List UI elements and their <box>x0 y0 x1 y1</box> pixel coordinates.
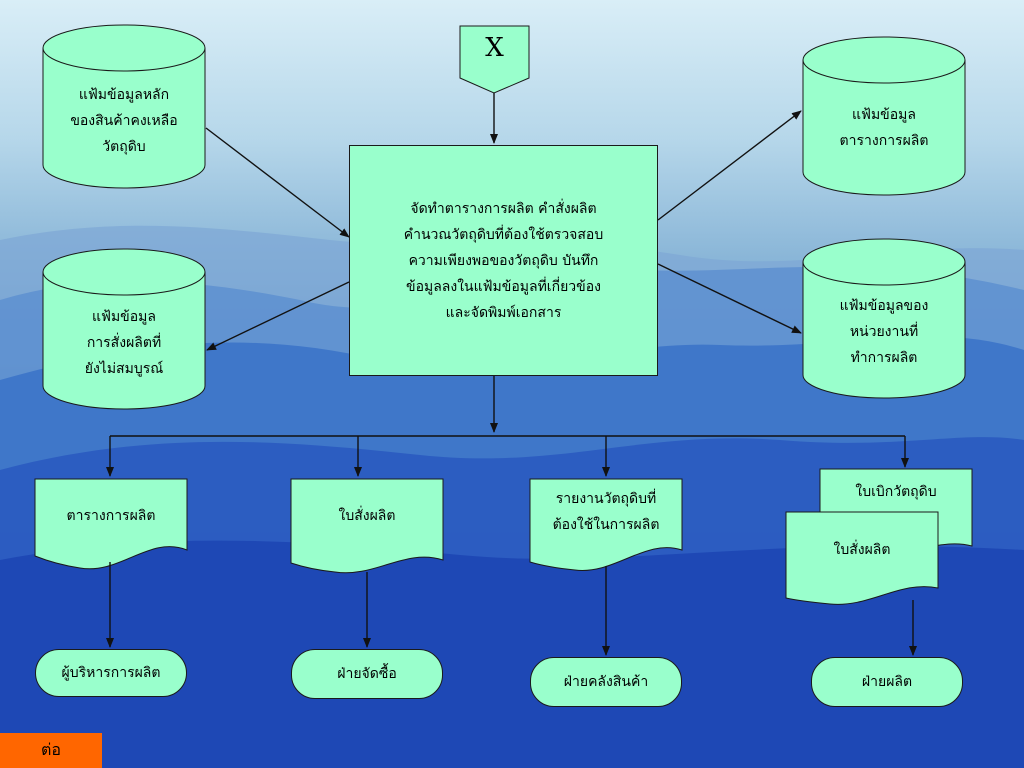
arrow-process-to-unitsdb <box>657 263 802 334</box>
dest-purchasing: ฝ่ายจัดซื้อ <box>291 649 443 699</box>
doc-order-copy-shape <box>785 511 939 605</box>
arrow-process-to-scheduledb <box>657 110 802 221</box>
dest-production: ฝ่ายผลิต <box>811 657 963 707</box>
db-production-units-shape <box>802 238 966 399</box>
dest-warehouse-label: ฝ่ายคลังสินค้า <box>563 674 649 690</box>
doc-material-report-label: รายงานวัตถุดิบที่ ต้องใช้ในการผลิต <box>552 491 660 533</box>
dest-purchasing-label: ฝ่ายจัดซื้อ <box>337 666 397 682</box>
db-pending-orders-label: แฟ้มข้อมูล การสั่งผลิตที่ ยังไม่สมบูรณ์ <box>84 309 164 377</box>
doc-order-label: ใบสั่งผลิต <box>338 508 396 524</box>
db-production-units-label: แฟ้มข้อมูลของ หน่วยงานที่ ทำการผลิต <box>839 298 929 366</box>
offpage-connector-shape <box>459 25 530 94</box>
doc-material-report-shape <box>529 478 683 571</box>
db-production-schedule-label: แฟ้มข้อมูล ตารางการผลิต <box>839 107 929 149</box>
doc-order-shape <box>290 478 444 574</box>
db-master-stock-shape <box>42 24 206 189</box>
db-production-schedule-shape <box>802 36 966 196</box>
db-pending-orders-shape <box>42 248 206 410</box>
arrow-masterdb-to-process <box>205 127 350 238</box>
db-master-stock-label: แฟ้มข้อมูลหลัก ของสินค้าคงเหลือ วัตถุดิบ <box>70 87 178 155</box>
dest-production-label: ฝ่ายผลิต <box>861 674 913 690</box>
dest-warehouse: ฝ่ายคลังสินค้า <box>530 657 682 707</box>
process-box: จัดทำตารางการผลิต คำสั่งผลิต คำนวณวัตถุด… <box>349 145 658 376</box>
doc-schedule-shape <box>34 478 188 570</box>
doc-requisition-label: ใบเบิกวัตถุดิบ <box>855 484 937 500</box>
dest-manager-label: ผู้บริหารการผลิต <box>61 665 161 681</box>
doc-schedule-label: ตารางการผลิต <box>66 508 156 524</box>
process-text: จัดทำตารางการผลิต คำสั่งผลิต คำนวณวัตถุด… <box>403 200 604 321</box>
connector-label: X <box>485 33 504 63</box>
dest-manager: ผู้บริหารการผลิต <box>35 649 187 697</box>
doc-order-copy-label: ใบสั่งผลิต <box>833 542 891 558</box>
arrow-process-to-pendingdb <box>206 281 350 351</box>
next-button[interactable]: ต่อ <box>0 733 102 768</box>
